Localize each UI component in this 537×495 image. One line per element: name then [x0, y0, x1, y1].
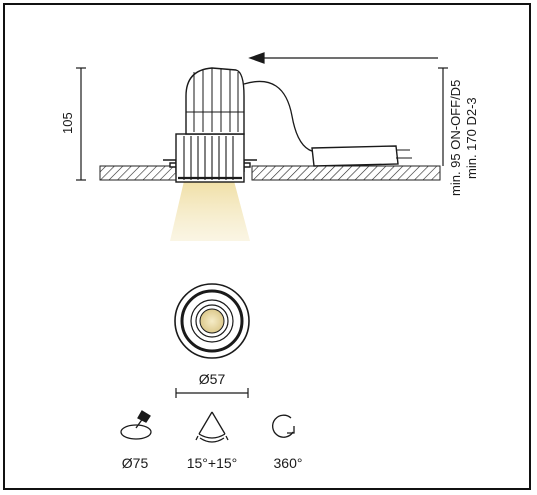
fixture-front-view: [174, 283, 250, 359]
face-diameter-label: Ø57: [199, 371, 226, 387]
beam-angle-icon: [195, 411, 229, 443]
ceiling-section: [99, 165, 441, 181]
ceiling-cutout-icon: [120, 410, 152, 440]
fixture-side-view: [163, 67, 412, 183]
height-dimension-line: [76, 67, 86, 181]
rotation-label: 360°: [274, 455, 303, 471]
height-label: 105: [60, 112, 75, 134]
min-height-dimension-line: [438, 67, 448, 166]
min-height-dali-label: min. 170 D2-3: [464, 97, 479, 179]
cutout-label: Ø75: [122, 455, 149, 471]
min-height-on-off-label: min. 95 ON-OFF/D5: [448, 80, 463, 196]
height-arrow: [248, 52, 438, 64]
rotation-icon: [272, 414, 295, 438]
light-beam: [170, 181, 250, 241]
face-diameter-dimension-line: [175, 388, 249, 398]
beam-angle-label: 15°+15°: [187, 455, 238, 471]
